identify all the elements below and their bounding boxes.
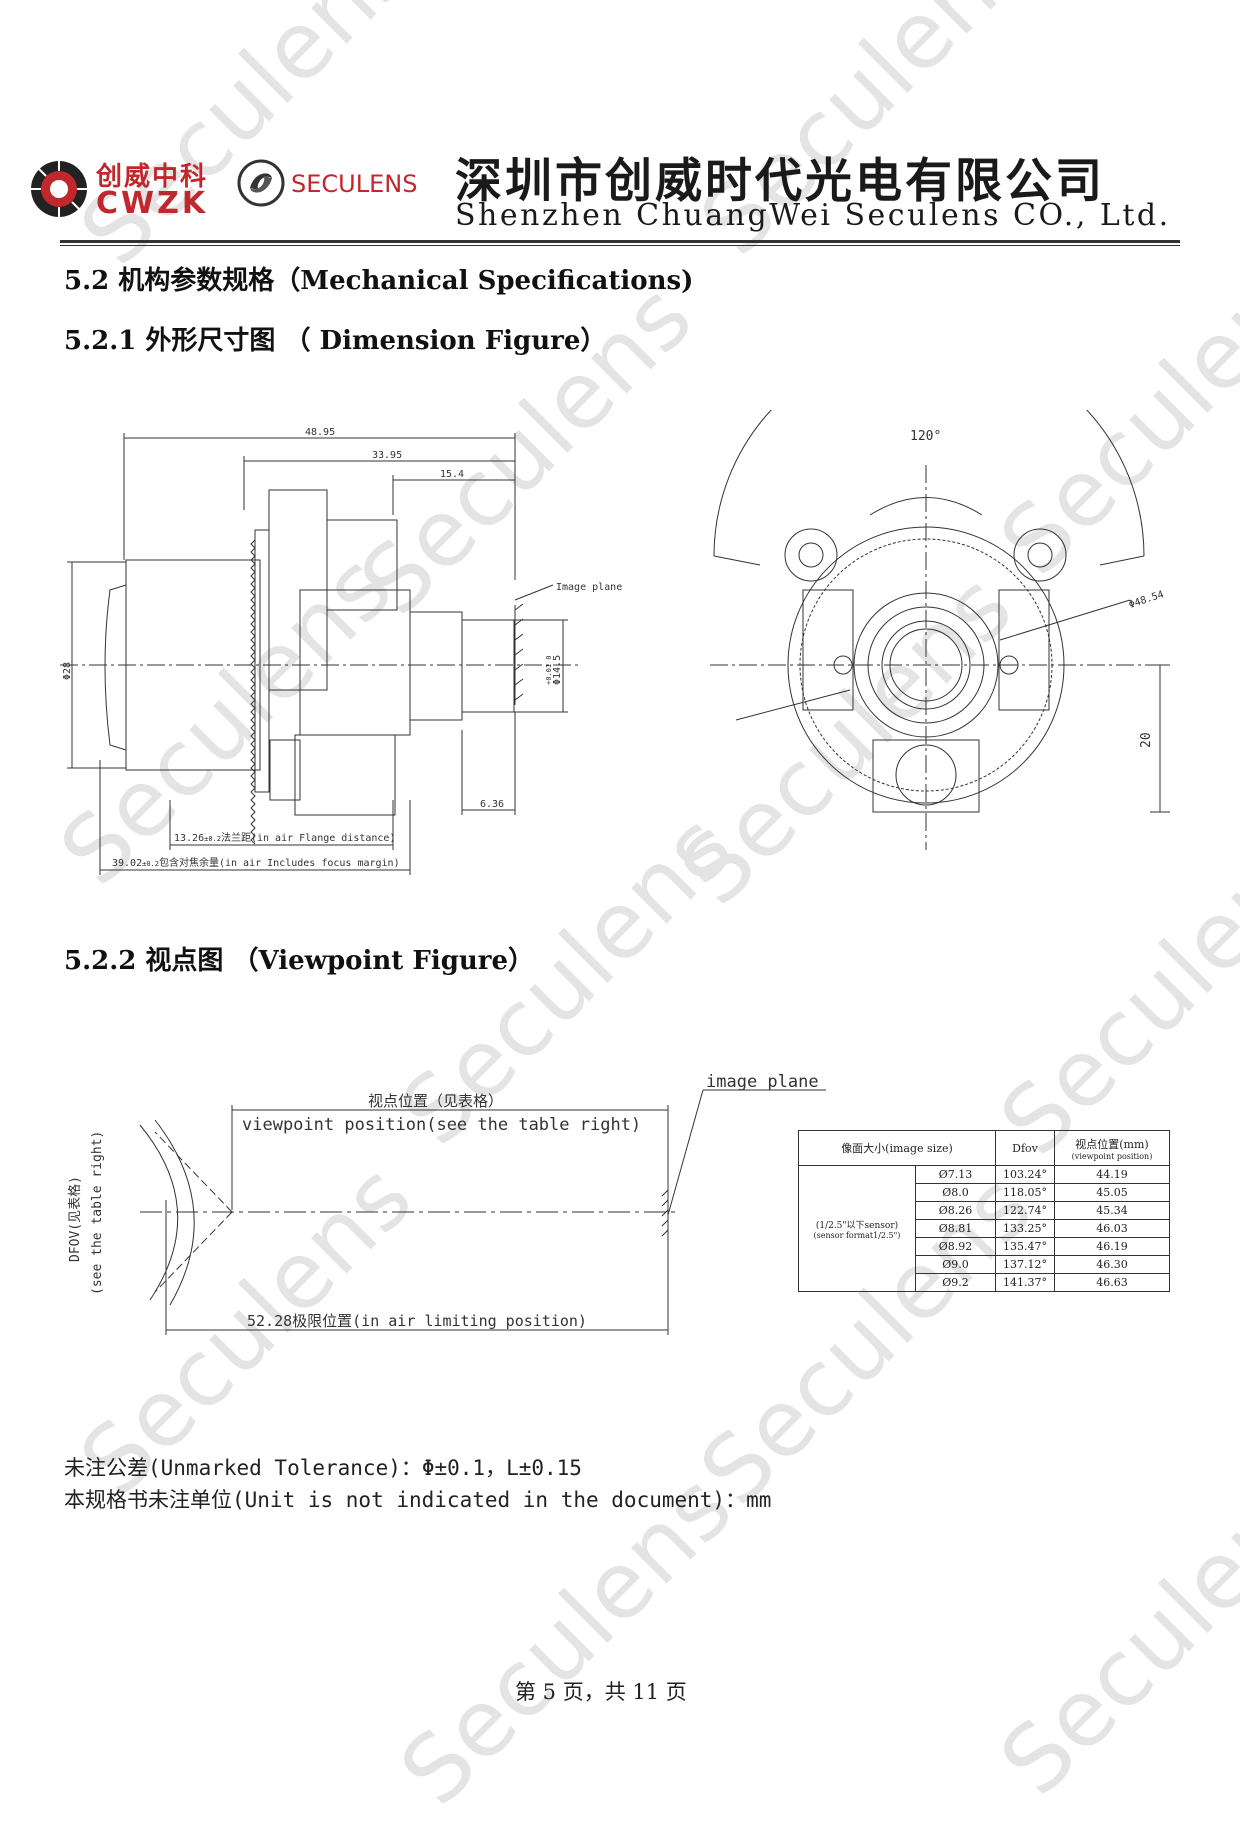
header-divider xyxy=(60,245,1180,246)
table-row: Ø8.26 122.74° 45.34 xyxy=(799,1201,1170,1220)
table-cell-viewpoint: 44.19 xyxy=(1054,1165,1170,1184)
sensor-group-en: (sensor format1/2.5") xyxy=(813,1230,901,1240)
logo-cn: 创威中科 xyxy=(96,162,209,192)
image-plane-label: Image plane xyxy=(556,582,622,593)
watermark: Seculens xyxy=(680,0,1053,276)
dim-dia-14-5: Φ14.5 xyxy=(552,655,563,685)
table-cell-dfov: 141.37° xyxy=(995,1273,1055,1292)
table-cell-size: Ø7.13 xyxy=(915,1165,996,1184)
table-row: (1/2.5"以下sensor) (sensor format1/2.5") Ø… xyxy=(798,1165,1170,1292)
dim-33-95: 33.95 xyxy=(372,450,402,461)
table-row: Ø8.0 118.05° 45.05 xyxy=(799,1183,1170,1202)
logo-en: CWZK xyxy=(96,186,209,221)
section-5-2-1-title: 5.2.1 外形尺寸图 （ Dimension Figure） xyxy=(64,326,607,356)
table-cell-dfov: 137.12° xyxy=(995,1255,1055,1274)
viewpoint-figure: 视点位置（见表格） viewpoint position(see the tab… xyxy=(67,1072,826,1335)
company-name-en: Shenzhen ChuangWei Seculens CO., Ltd. xyxy=(455,198,1171,233)
focus-label: 包含对焦余量(in air Includes focus margin) xyxy=(159,856,400,869)
dim-20: 20 xyxy=(1139,732,1154,748)
image-plane-label: image plane xyxy=(706,1072,819,1092)
col-header-image-size: 像面大小(image size) xyxy=(798,1130,996,1166)
section-5-2-title: 5.2 机构参数规格（Mechanical Specifications) xyxy=(64,266,694,296)
cwzk-logo-icon xyxy=(31,161,87,217)
flange-label: 法兰距(in air Flange distance) xyxy=(221,831,396,844)
dfov-label-cn: DFOV(见表格) xyxy=(67,1176,83,1262)
dimension-figure: 48.95 33.95 15.4 Image plane 6.36 Φ28 Φ1… xyxy=(60,410,1170,875)
viewpoint-label-en: viewpoint position(see the table right) xyxy=(242,1115,641,1135)
col-header-dfov: Dfov xyxy=(995,1130,1055,1166)
col-header-viewpoint-cn: 视点位置(mm) xyxy=(1075,1137,1149,1151)
table-row: Ø8.92 135.47° 46.19 xyxy=(799,1237,1170,1256)
limit-position-label: 52.28极限位置(in air limiting position) xyxy=(247,1312,587,1330)
header-divider xyxy=(60,240,1180,243)
dim-48-95: 48.95 xyxy=(305,427,335,438)
table-cell-viewpoint: 45.34 xyxy=(1054,1201,1170,1220)
focus-tolerance: ±0.2 xyxy=(142,860,159,868)
table-cell-dfov: 118.05° xyxy=(995,1183,1055,1202)
table-cell-viewpoint: 46.30 xyxy=(1054,1255,1170,1274)
page-number: 第 5 页，共 11 页 xyxy=(515,1680,687,1704)
table-cell-dfov: 103.24° xyxy=(995,1165,1055,1184)
watermark: Seculens xyxy=(980,1442,1240,1816)
table-cell-size: Ø9.0 xyxy=(915,1255,996,1274)
table-cell-size: Ø8.26 xyxy=(915,1201,996,1220)
seculens-logo-icon xyxy=(237,159,285,207)
sensor-group-cell: (1/2.5"以下sensor) (sensor format1/2.5") xyxy=(798,1165,916,1292)
table-cell-dfov: 135.47° xyxy=(995,1237,1055,1256)
table-row: Ø8.81 133.25° 46.03 xyxy=(799,1219,1170,1238)
table-cell-size: Ø8.0 xyxy=(915,1183,996,1202)
flange-tolerance: ±0.2 xyxy=(204,835,221,843)
table-cell-size: Ø9.2 xyxy=(915,1273,996,1292)
table-header-row: 像面大小(image size) Dfov 视点位置(mm) (viewpoin… xyxy=(798,1130,1170,1166)
table-cell-viewpoint: 46.63 xyxy=(1054,1273,1170,1292)
table-cell-viewpoint: 46.19 xyxy=(1054,1237,1170,1256)
sensor-group-cn: (1/2.5"以下sensor) xyxy=(815,1220,899,1231)
col-header-viewpoint-en: (viewpoint position) xyxy=(1071,1151,1153,1161)
brand-name: SECULENS xyxy=(291,170,418,198)
dim-dia-28: Φ28 xyxy=(62,662,73,680)
dfov-label-en: (see the table right) xyxy=(90,1131,105,1295)
col-header-viewpoint: 视点位置(mm) (viewpoint position) xyxy=(1054,1130,1170,1166)
angle-120: 120° xyxy=(910,429,941,444)
dim-15-4: 15.4 xyxy=(440,469,464,480)
dim-dia-48-54: Φ48.54 xyxy=(1128,589,1166,611)
section-5-2-2-title: 5.2.2 视点图 （Viewpoint Figure） xyxy=(64,946,535,976)
table-cell-size: Ø8.92 xyxy=(915,1237,996,1256)
table-cell-dfov: 133.25° xyxy=(995,1219,1055,1238)
table-cell-viewpoint: 46.03 xyxy=(1054,1219,1170,1238)
table-cell-viewpoint: 45.05 xyxy=(1054,1183,1170,1202)
flange-value: 13.26 xyxy=(174,833,204,844)
table-row: Ø9.2 141.37° 46.63 xyxy=(799,1273,1170,1292)
company-name-cn: 深圳市创威时代光电有限公司 xyxy=(455,154,1105,209)
svg-text:13.26±0.2法兰距(in air Flange dis: 13.26±0.2法兰距(in air Flange distance) xyxy=(174,831,395,844)
focus-value: 39.02 xyxy=(112,858,142,869)
unit-note: 本规格书未注单位(Unit is not indicated in the do… xyxy=(64,1488,772,1512)
viewpoint-table: 像面大小(image size) Dfov 视点位置(mm) (viewpoin… xyxy=(798,1130,1170,1292)
dim-6-36: 6.36 xyxy=(480,799,504,810)
viewpoint-label-cn: 视点位置（见表格） xyxy=(368,1092,503,1110)
tolerance-note: 未注公差(Unmarked Tolerance)：Φ±0.1，L±0.15 xyxy=(64,1456,582,1480)
svg-text:39.02±0.2包含对焦余量(in air Include: 39.02±0.2包含对焦余量(in air Includes focus ma… xyxy=(112,856,400,869)
dim-dia-14-5-tolerance: +0.01 0 xyxy=(545,655,553,685)
table-cell-size: Ø8.81 xyxy=(915,1219,996,1238)
table-cell-dfov: 122.74° xyxy=(995,1201,1055,1220)
